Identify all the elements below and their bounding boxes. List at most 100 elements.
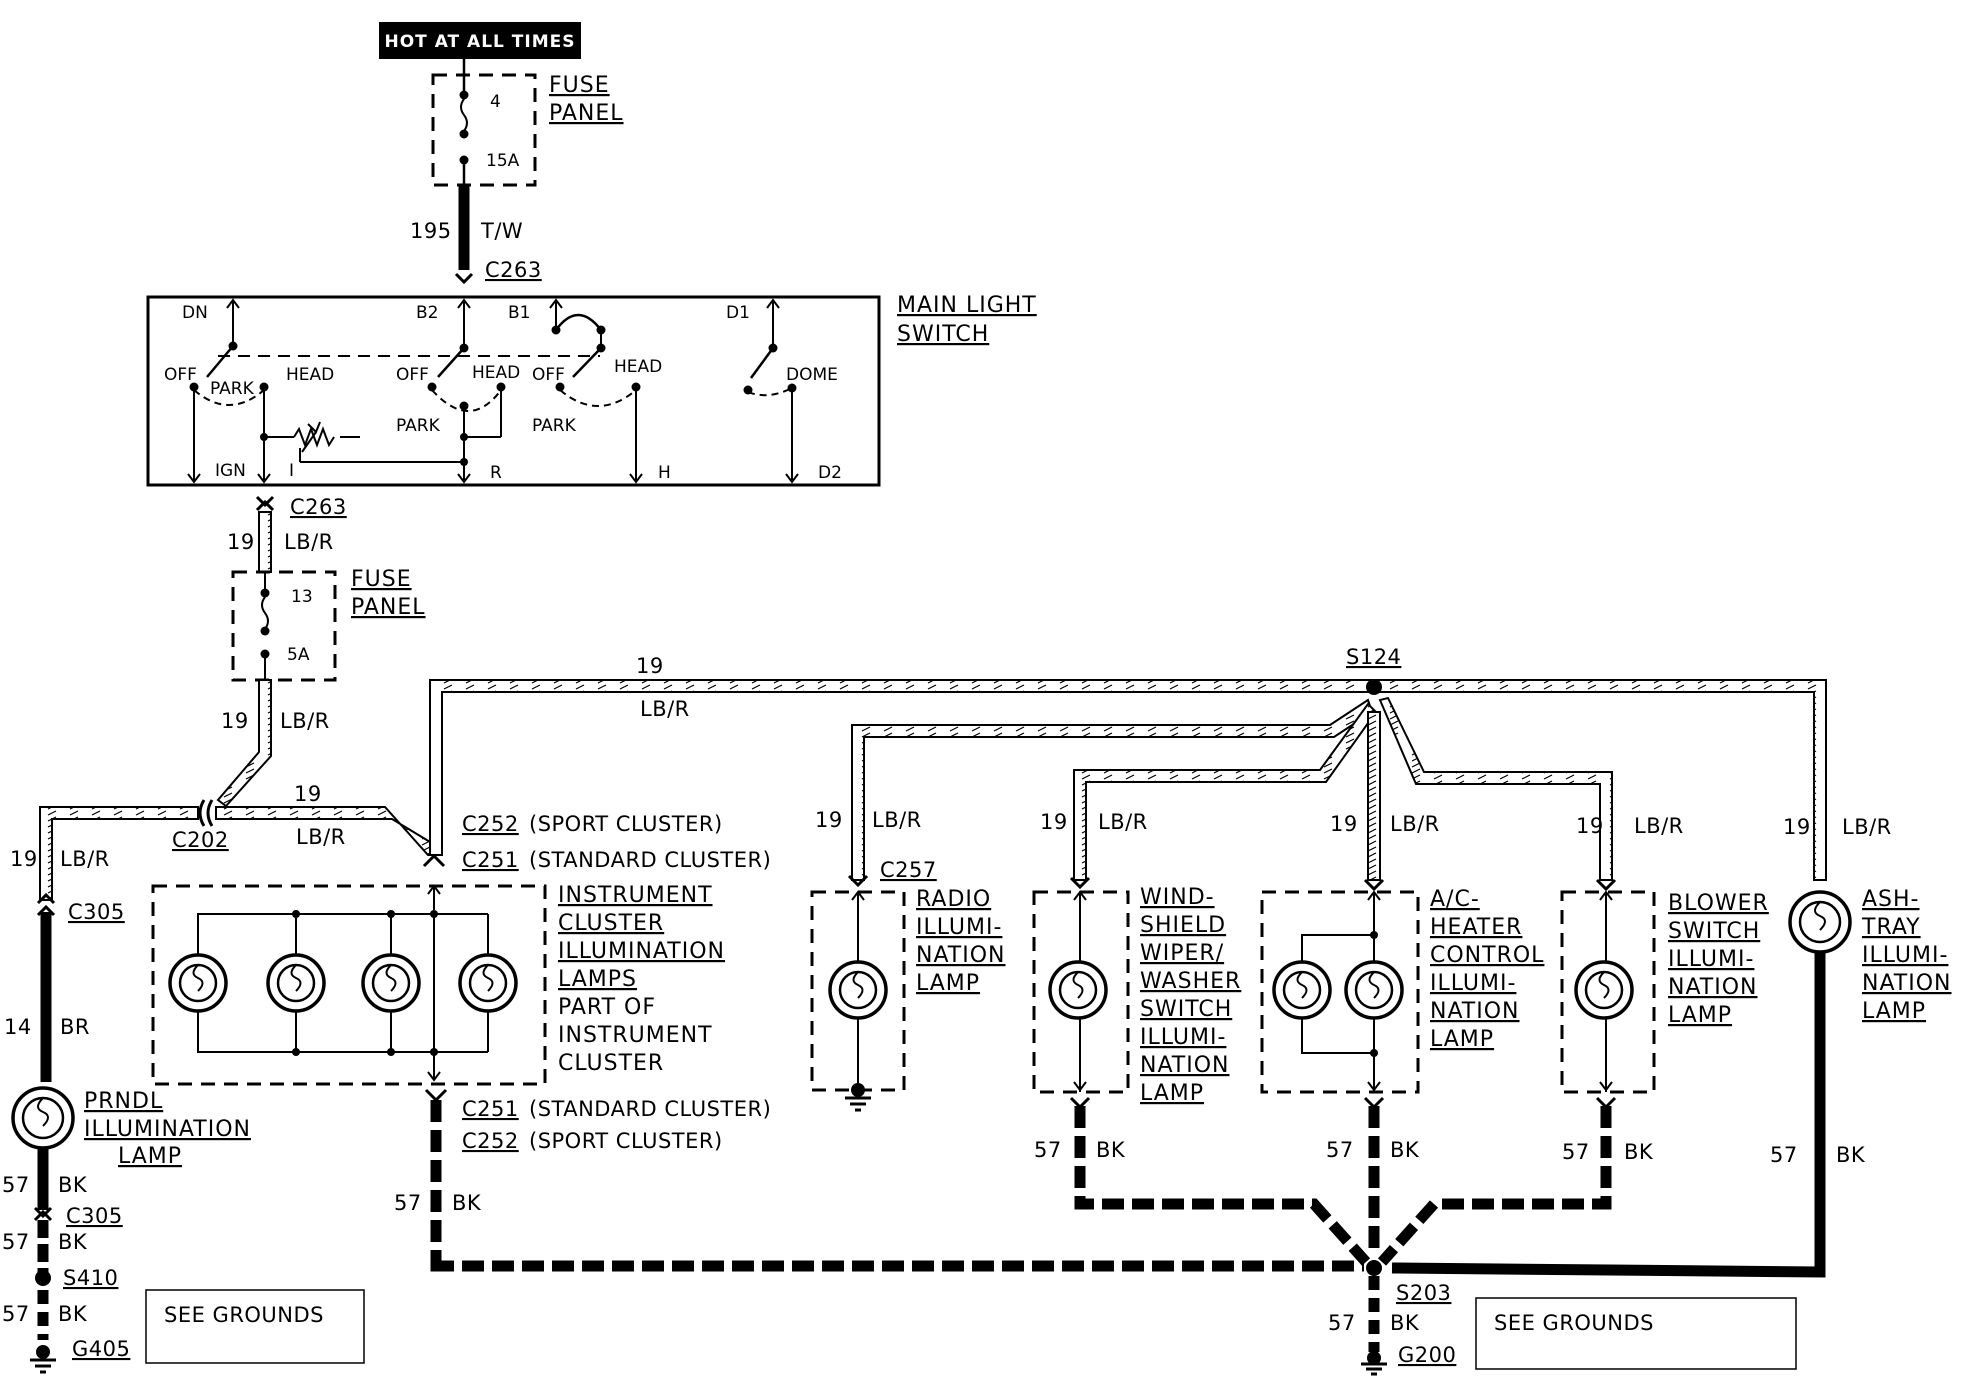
cluster-lamp-3: [361, 953, 421, 1013]
wire-57-prndl-b-circuit: 57: [2, 1230, 30, 1254]
prndl-circuit: 19 LB/R C305 14 BR PRNDL ILLUMINATION LA…: [2, 847, 365, 1374]
wire-57-g200-circuit: 57: [1328, 1311, 1356, 1335]
blower-ground-circuit: 57: [1562, 1140, 1590, 1164]
terminal-b1: B1: [508, 303, 530, 323]
wire-19b-color: LB/R: [280, 709, 330, 733]
wire-57-prndl-a-color: BK: [58, 1173, 88, 1197]
pos-dome: DOME: [786, 365, 838, 385]
wiper-label-2: SHIELD: [1140, 913, 1226, 938]
blower-wire-color: LB/R: [1634, 814, 1684, 838]
main-light-switch-label-1: MAIN LIGHT: [897, 293, 1037, 318]
cluster-note-2: INSTRUMENT: [558, 1023, 713, 1048]
wire-19a-color: LB/R: [284, 530, 334, 554]
blower-lamp-circuit: 19 LB/R BLOWER SWITCH ILLUMI- NATION LAM…: [1377, 814, 1769, 1266]
wire-195-circuit: 195: [410, 219, 452, 243]
pos-park-2: PARK: [396, 416, 441, 436]
wire-19-fuse13-to-c202: 19 LB/R: [216, 679, 330, 808]
wiper-label-7: NATION: [1140, 1053, 1230, 1078]
hot-at-all-times-banner: HOT AT ALL TIMES: [379, 22, 581, 59]
pos-off-2: OFF: [396, 365, 429, 385]
terminal-ign: IGN: [215, 461, 246, 481]
cluster-lamp-1: [168, 953, 228, 1013]
wiper-wire-color: LB/R: [1098, 810, 1148, 834]
ashtray-ground-circuit: 57: [1770, 1143, 1798, 1167]
ashtray-label-4: NATION: [1862, 971, 1952, 996]
ac-label-2: HEATER: [1430, 915, 1522, 940]
see-grounds-left: SEE GROUNDS: [164, 1303, 324, 1327]
terminal-dn: DN: [182, 303, 208, 323]
wire-57-prndl-a-circuit: 57: [2, 1173, 30, 1197]
radio-label-2: ILLUMI-: [916, 915, 1002, 940]
main-light-switch-label-2: SWITCH: [897, 322, 989, 347]
cluster-label-2: CLUSTER: [558, 911, 664, 936]
wire-19d-circuit: 19: [10, 847, 38, 871]
c251-top-desc: (STANDARD CLUSTER): [529, 848, 771, 872]
radio-wire-circuit: 19: [815, 808, 843, 832]
fuse-13: 13 5A FUSE PANEL: [231, 567, 426, 682]
pos-park-1: PARK: [210, 379, 255, 399]
cluster-lamp-4: [458, 953, 518, 1013]
blower-label-1: BLOWER: [1668, 891, 1769, 916]
pos-off-3: OFF: [532, 365, 565, 385]
ac-label-5: NATION: [1430, 999, 1520, 1024]
cluster-note-3: CLUSTER: [558, 1051, 664, 1076]
c251-top-id: C251: [462, 848, 519, 872]
radio-label-4: LAMP: [916, 971, 980, 996]
fuse-panel-label-mid-1: FUSE: [351, 567, 412, 592]
wiper-lamp-circuit: 19 LB/R WIND- SHIELD WIPER/ WASHER SWITC…: [1032, 810, 1371, 1266]
blower-label-4: NATION: [1668, 975, 1758, 1000]
connector-c305-top: C305: [68, 900, 125, 924]
wire-19a-circuit: 19: [227, 530, 255, 554]
ground-bus-cluster: [430, 1260, 1364, 1272]
fuse-13-number: 13: [291, 587, 313, 607]
pos-head-3: HEAD: [614, 357, 662, 377]
wire-14-circuit: 14: [4, 1015, 32, 1039]
blower-label-5: LAMP: [1668, 1003, 1732, 1028]
splice-s410-label: S410: [63, 1266, 118, 1290]
main-light-switch: MAIN LIGHT SWITCH DN B2 B1 D1 OFF PARK H…: [146, 293, 1037, 487]
see-grounds-right: SEE GROUNDS: [1494, 1311, 1654, 1335]
radio-connector: C257: [880, 858, 937, 882]
radio-label-1: RADIO: [916, 887, 991, 912]
see-grounds-left-box: [145, 1289, 365, 1364]
blower-label-3: ILLUMI-: [1668, 947, 1754, 972]
fuse-panel-label-top-1: FUSE: [549, 73, 610, 98]
c252-top-desc: (SPORT CLUSTER): [529, 812, 723, 836]
splice-s203-g200: S203 57 BK G200 SEE GROUNDS: [1328, 1260, 1797, 1376]
c252-top-id: C252: [462, 812, 519, 836]
ground-g200-label: G200: [1398, 1343, 1456, 1367]
wiper-ground-circuit: 57: [1034, 1138, 1062, 1162]
wire-57-cluster-color: BK: [452, 1191, 482, 1215]
wiper-wire-circuit: 19: [1040, 810, 1068, 834]
ashtray-label-1: ASH-: [1862, 887, 1920, 912]
wire-14-color: BR: [60, 1015, 90, 1039]
ashtray-ground-color: BK: [1836, 1143, 1866, 1167]
terminal-d1: D1: [726, 303, 750, 323]
pos-head-1: HEAD: [286, 365, 334, 385]
wiper-label-8: LAMP: [1140, 1081, 1204, 1106]
fuse-4-rating: 15A: [486, 151, 520, 171]
fuse-panel-label-mid-2: PANEL: [351, 595, 426, 620]
ac-label-6: LAMP: [1430, 1027, 1494, 1052]
blower-ground-color: BK: [1624, 1140, 1654, 1164]
blower-label-2: SWITCH: [1668, 919, 1760, 944]
connector-c263-lower: C263: [290, 495, 347, 519]
wire-195: 195 T/W C263: [410, 185, 541, 285]
wire-19-switch-to-fuse13: C263 19 LB/R: [227, 495, 347, 573]
fuse-panel-label-top-2: PANEL: [549, 101, 624, 126]
connector-c305-bot: C305: [66, 1204, 123, 1228]
ashtray-label-3: ILLUMI-: [1862, 943, 1948, 968]
c252-bot-desc: (SPORT CLUSTER): [529, 1129, 723, 1153]
prndl-label-1: PRNDL: [84, 1089, 163, 1114]
fuse-13-rating: 5A: [287, 645, 310, 665]
ashtray-label-2: TRAY: [1861, 915, 1921, 940]
pos-head-2: HEAD: [472, 363, 520, 383]
c251-bot-id: C251: [462, 1097, 519, 1121]
radio-wire-color: LB/R: [872, 808, 922, 832]
wiper-label-5: SWITCH: [1140, 997, 1232, 1022]
splice-s203-label: S203: [1396, 1281, 1451, 1305]
ground-g405-label: G405: [72, 1337, 130, 1361]
banner-text: HOT AT ALL TIMES: [385, 32, 576, 52]
terminal-b2: B2: [416, 303, 438, 323]
